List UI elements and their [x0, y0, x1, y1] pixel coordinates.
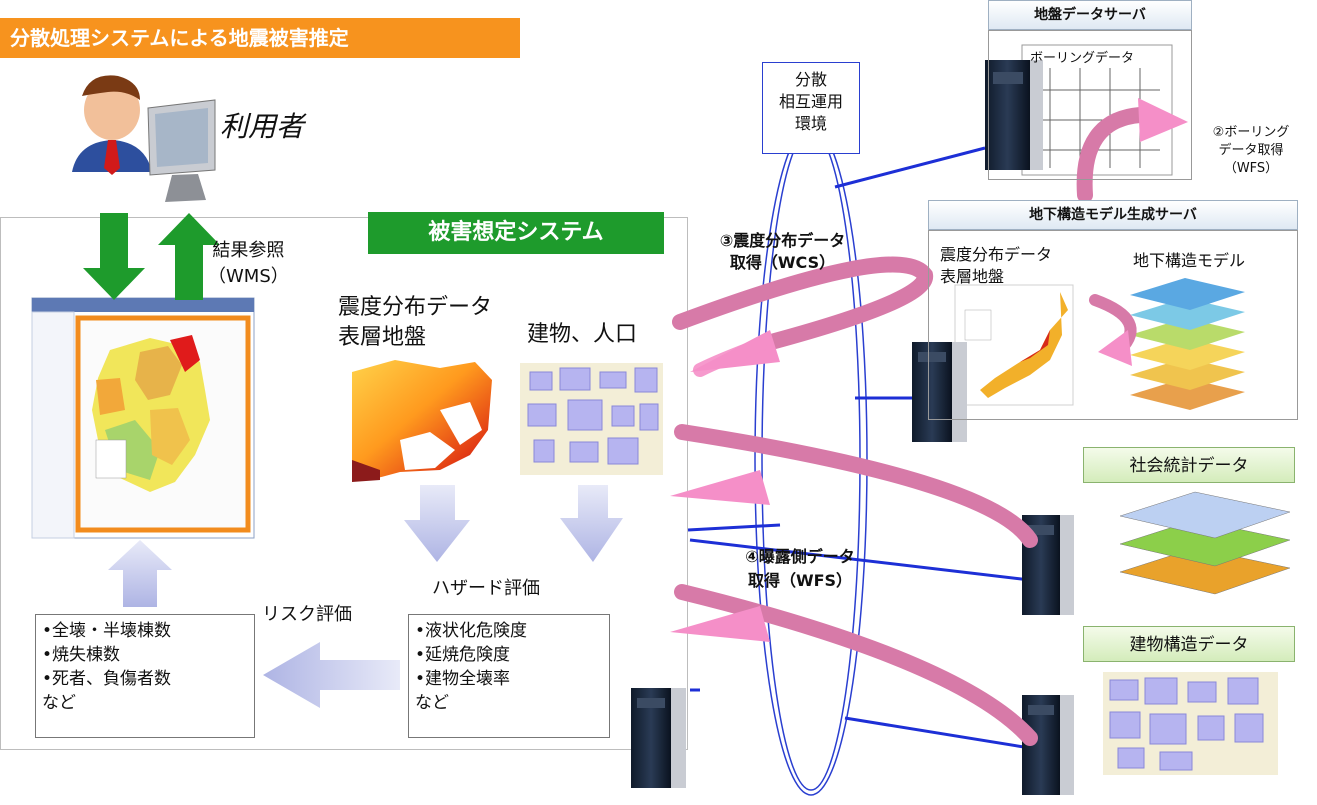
flow-arrow-seismic-to-hazard — [404, 485, 470, 562]
boring-fetch-label: ②ボーリング データ取得 （WFS） — [1196, 124, 1306, 178]
ground-data-server-title: 地盤データサーバ — [988, 0, 1192, 30]
social-stats-layers — [1119, 491, 1291, 595]
underground-model-label: 地下構造モデル — [1133, 251, 1246, 270]
env-line2: 相互運用 — [778, 92, 843, 111]
wfs-line1: ④曝露側データ — [745, 547, 855, 566]
list-item: •建物全壊率 — [415, 669, 511, 689]
seismic-map-image — [352, 355, 492, 482]
japan-seismic-map — [954, 284, 1074, 406]
list-item: など — [415, 693, 449, 713]
building-structure-image — [1103, 672, 1278, 775]
list-item: など — [42, 693, 76, 713]
env-line1: 分散 — [794, 70, 827, 89]
result-map-screenshot — [31, 297, 255, 539]
underground-left-label: 震度分布データ 表層地盤 — [940, 244, 1052, 288]
user-at-computer-icon — [72, 75, 216, 202]
list-item: •全壊・半壊棟数 — [42, 621, 172, 641]
server-tower-icon — [1022, 695, 1074, 795]
risk-eval-label: リスク評価 — [262, 604, 352, 625]
result-ref-line2: （WMS） — [208, 266, 289, 287]
network-lines — [687, 146, 1031, 750]
flow-arrow-buildings-to-hazard — [560, 485, 623, 562]
server-tower-icon — [631, 688, 686, 788]
page-title: 分散処理システムによる地震被害推定 — [0, 18, 520, 58]
wcs-line1: ③震度分布データ — [719, 231, 846, 250]
social-stats-label: 社会統計データ — [1083, 447, 1295, 483]
building-population-label: 建物、人口 — [527, 322, 638, 347]
list-item: •焼失棟数 — [42, 645, 121, 665]
flow-arrow-up-to-map — [108, 540, 172, 607]
ground-data-server-box — [988, 30, 1192, 180]
user-label: 利用者 — [220, 110, 305, 143]
boring-data-label: ボーリングデータ — [1030, 51, 1135, 66]
list-item: •死者、負傷者数 — [42, 669, 172, 689]
list-item: •液状化危険度 — [415, 621, 528, 641]
underground-server-title: 地下構造モデル生成サーバ — [928, 200, 1298, 230]
wfs-line2: 取得（WFS） — [747, 571, 853, 590]
server-tower-icon — [985, 60, 1043, 170]
result-ref-label: 結果参照 （WMS） — [208, 238, 289, 290]
underground-server-box — [928, 230, 1298, 420]
buildings-image — [520, 363, 663, 475]
env-line3: 環境 — [794, 114, 827, 133]
wfs-fetch-label: ④曝露側データ 取得（WFS） — [715, 545, 885, 593]
server-tower-icon — [912, 342, 967, 442]
seismic-data-label: 震度分布データ — [338, 295, 493, 320]
boring-fetch-line1: ②ボーリング — [1212, 125, 1290, 140]
underground-left-line1: 震度分布データ — [940, 245, 1053, 264]
underground-model-stack — [1130, 278, 1245, 410]
risk-output-list: •全壊・半壊棟数 •焼失棟数 •死者、負傷者数 など — [35, 614, 255, 738]
surface-ground-label: 表層地盤 — [338, 325, 427, 350]
result-ref-line1: 結果参照 — [212, 240, 285, 261]
list-item: •延焼危険度 — [415, 645, 511, 665]
hazard-eval-label: ハザード評価 — [432, 578, 540, 599]
building-structure-label: 建物構造データ — [1083, 626, 1295, 662]
underground-left-line2: 表層地盤 — [940, 267, 1005, 286]
flow-arrow-risk-left — [263, 642, 400, 708]
wcs-fetch-label: ③震度分布データ 取得（WCS） — [700, 230, 865, 274]
down-arrow-icon — [83, 213, 145, 300]
boring-fetch-line2: データ取得 — [1218, 143, 1284, 158]
up-arrow-icon — [158, 213, 220, 300]
boring-fetch-line3: （WFS） — [1223, 161, 1279, 176]
distributed-env-label: 分散 相互運用 環境 — [762, 62, 860, 154]
system-label: 被害想定システム — [368, 212, 664, 254]
wcs-line2: 取得（WCS） — [729, 253, 836, 272]
hazard-output-list: •液状化危険度 •延焼危険度 •建物全壊率 など — [408, 614, 610, 738]
